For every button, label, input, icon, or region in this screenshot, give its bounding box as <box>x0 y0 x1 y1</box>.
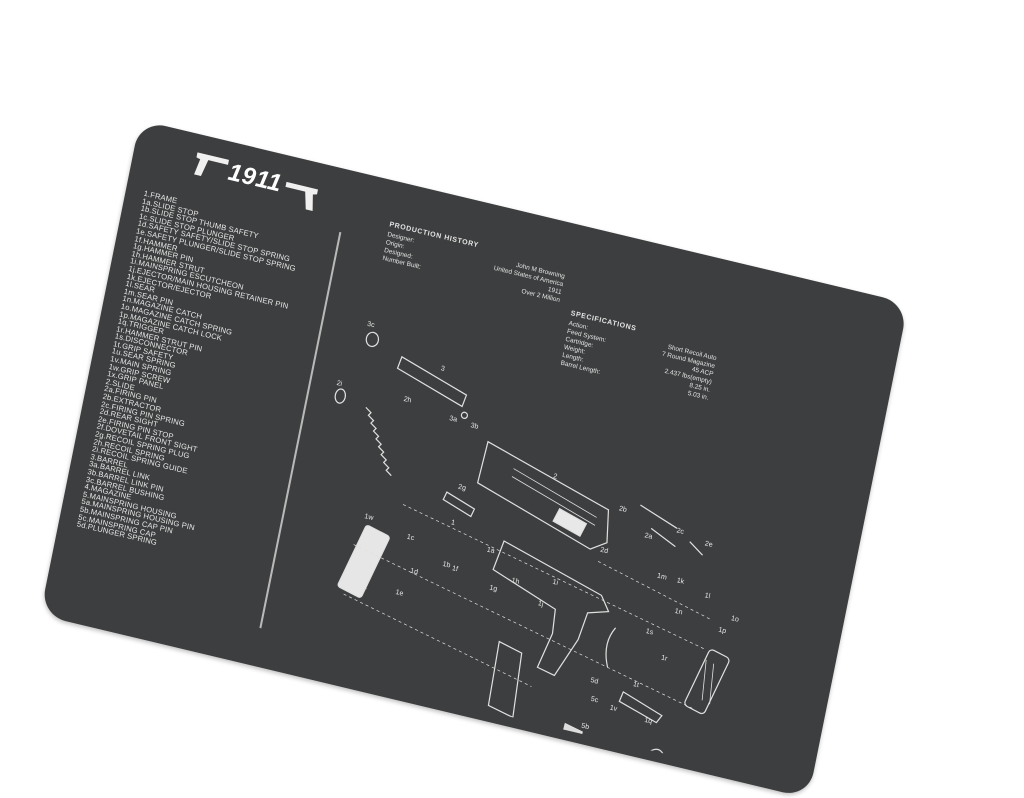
title-text: 1911 <box>225 158 285 198</box>
diagram-label: 2e <box>704 540 713 549</box>
diagram-label: 1m <box>656 573 667 582</box>
slide-part <box>476 440 610 550</box>
diagram-label: 2a <box>644 532 653 541</box>
diagram-label: 1x <box>359 583 368 592</box>
diagram-label: 1s <box>645 628 654 637</box>
diagram-label: 2c <box>676 527 685 536</box>
recoil-guide-part <box>334 388 347 404</box>
grip-safety-part <box>618 691 663 724</box>
diagram-label: 1h <box>511 577 520 586</box>
grip-panel-right-part <box>684 649 730 715</box>
diagram-label: 5c <box>590 696 599 705</box>
diagram-label: 1w <box>364 513 375 522</box>
diagram-label: 2g <box>458 484 467 493</box>
diagram-label: 2d <box>600 547 609 556</box>
diagram-label: 3c <box>367 321 376 330</box>
mainspring-housing-part <box>554 722 583 772</box>
diagram-label: 1d <box>410 568 419 577</box>
title-banner: 1911 <box>189 146 325 214</box>
diagram-label: 1v <box>609 704 618 713</box>
diagram-label: 1q <box>644 717 653 726</box>
diagram-label: 1k <box>676 577 685 586</box>
barrel-bushing-part <box>365 331 380 348</box>
diagram-label: 1p <box>718 627 727 636</box>
pistol-silhouette-right-icon <box>285 181 319 211</box>
diagram-label: 3a <box>449 415 458 424</box>
diagram-label: 1c <box>406 534 415 543</box>
diagram-label: 2h <box>403 396 412 405</box>
diagram-label: 1t <box>632 681 639 689</box>
diagram-label: 4 <box>494 714 499 722</box>
pistol-silhouette-left-icon <box>194 152 229 177</box>
diagram-label: 1 <box>450 519 455 527</box>
magazine-part <box>487 640 523 719</box>
diagram-label: 2 <box>553 473 558 481</box>
barrel-link-part <box>460 411 469 419</box>
barrel-part <box>396 355 468 408</box>
diagram-labels: 3c 3 3b 3a 2i 2h 2g 2 2b 2a 2c 2e 2d 1 1a 1b 1c 1d 1e 1f 1g 1… <box>336 321 739 782</box>
exploded-parts-diagram: 3c 3 3b 3a 2i 2h 2g 2 2b 2a 2c 2e 2d 1 1a 1b 1c 1d 1e 1f 1g 1… <box>334 321 739 782</box>
recoil-spring-part <box>365 406 392 477</box>
grip-panel-left-part <box>337 525 390 598</box>
diagram-label: 1i <box>552 579 559 587</box>
diagram-label: 3b <box>470 422 479 431</box>
frame-part <box>492 540 610 677</box>
diagram-label: 5b <box>581 723 590 732</box>
diagram-label: 2i <box>336 380 343 388</box>
firing-pin-part <box>640 504 703 556</box>
diagram-label: 1n <box>674 608 683 617</box>
diagram-label: 1a <box>486 546 495 555</box>
diagram-label: 1f <box>451 565 458 573</box>
diagram-label: 1r <box>660 654 668 662</box>
trigger-part <box>639 748 664 761</box>
diagram-label: 1j <box>537 600 544 608</box>
diagram-label: 1e <box>395 589 404 598</box>
diagram-label: 2b <box>618 505 627 514</box>
diagram-label: 5a <box>583 752 592 761</box>
diagram-label: 1l <box>704 592 711 600</box>
diagram-label: 1u <box>651 762 660 771</box>
recoil-plug-part <box>442 491 476 518</box>
diagram-label: 3 <box>440 365 445 373</box>
diagram-label: 5d <box>590 677 599 686</box>
diagram-label: 1o <box>730 615 739 624</box>
diagram-label: 5 <box>560 774 565 782</box>
diagram-label: 1b <box>442 561 451 570</box>
diagram-label: 1g <box>489 584 498 593</box>
